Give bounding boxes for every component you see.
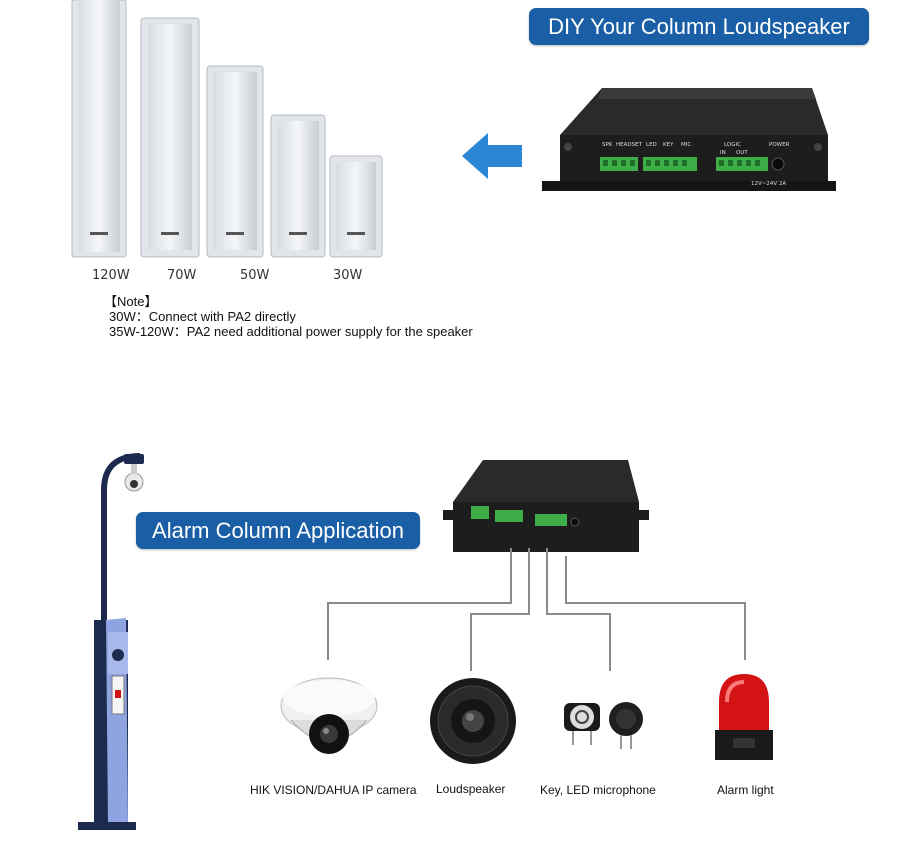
connector-line xyxy=(609,613,611,671)
pa2-device-bottom xyxy=(443,460,649,552)
connector-line xyxy=(744,602,746,660)
emergency-text: EMERGENCY xyxy=(99,672,106,710)
label-power: POWER xyxy=(769,142,790,148)
connector-line xyxy=(510,548,512,604)
alarm-light-icon xyxy=(715,674,773,760)
note-block: 【Note】 30W：Connect with PA2 directly 35W… xyxy=(104,294,473,339)
connector-line xyxy=(327,602,512,604)
speaker-label-120w: 120W xyxy=(92,268,130,283)
speaker-label-30w: 30W xyxy=(333,268,363,283)
connector-line xyxy=(470,613,530,615)
banner-title: DIY Your Column Loudspeaker xyxy=(548,13,850,39)
speaker-label-70w: 70W xyxy=(167,268,197,283)
column-speakers xyxy=(71,0,383,258)
connector-line xyxy=(546,613,611,615)
speaker-50w xyxy=(206,65,264,258)
device-label-key-led-microphone: Key, LED microphone xyxy=(540,783,656,797)
device-label-ip-camera: HIK VISION/DAHUA IP camera xyxy=(250,783,417,797)
speaker-120w xyxy=(71,0,127,258)
connector-line xyxy=(470,613,472,671)
pa2-device-top: SPK HEADSET LED KEY MIC LOGIC IN OUT POW… xyxy=(542,88,836,191)
device-label-loudspeaker: Loudspeaker xyxy=(436,782,506,796)
note-heading: 【Note】 xyxy=(104,294,158,309)
label-in: IN xyxy=(720,150,726,156)
connector-line xyxy=(565,602,746,604)
note-line-1: 30W：Connect with PA2 directly xyxy=(109,309,296,324)
ip-camera-pole-icon xyxy=(124,464,144,492)
label-headset: HEADSET xyxy=(616,142,643,148)
label-out: OUT xyxy=(736,150,748,156)
note-line-2: 35W-120W：PA2 need additional power suppl… xyxy=(109,324,473,339)
green-terminal-blocks xyxy=(600,157,768,171)
emergency-pole: EMERGENCY xyxy=(78,453,144,830)
label-mic: MIC xyxy=(681,142,691,148)
device-label-alarm-light: Alarm light xyxy=(717,783,774,797)
connector-line xyxy=(565,556,567,604)
label-logic: LOGIC xyxy=(724,142,741,148)
label-led: LED xyxy=(646,142,657,148)
alarm-column-application-banner: Alarm Column Application xyxy=(136,512,420,549)
connector-line xyxy=(327,602,329,660)
arrow-left-icon xyxy=(462,133,522,179)
label-voltage: 12V~24V 2A xyxy=(751,181,786,187)
loudspeaker-icon xyxy=(430,678,516,764)
connector-line xyxy=(528,548,530,614)
diy-column-loudspeaker-banner: DIY Your Column Loudspeaker xyxy=(529,8,869,45)
label-key: KEY xyxy=(663,142,674,148)
label-spk: SPK xyxy=(602,142,613,148)
banner-title-2: Alarm Column Application xyxy=(152,517,404,543)
speaker-30w xyxy=(329,155,383,258)
key-led-microphone-icon xyxy=(564,702,643,749)
connector-line xyxy=(546,548,548,614)
speaker-label-50w: 50W xyxy=(240,268,270,283)
speaker-70w xyxy=(140,17,200,258)
ip-camera-icon xyxy=(280,677,378,754)
speaker-30w-large xyxy=(270,114,326,258)
